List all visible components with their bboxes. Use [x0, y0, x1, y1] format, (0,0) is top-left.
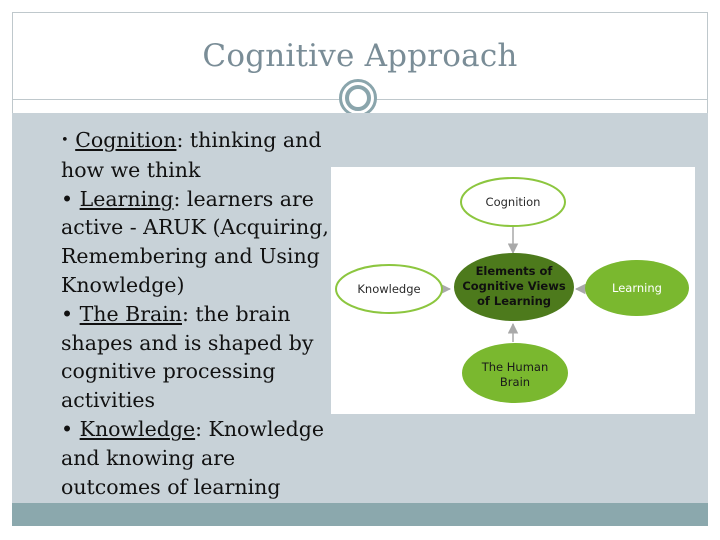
node-center	[454, 253, 574, 321]
node-center-label-line2: Cognitive Views	[462, 279, 566, 293]
concept-diagram: Cognition Knowledge Learning The Human B…	[331, 167, 695, 414]
bullet-line: cognitive processing	[61, 359, 276, 384]
bullet-marker: •	[61, 416, 74, 441]
node-center-label-line1: Elements of	[476, 264, 554, 278]
concept-diagram-svg: Cognition Knowledge Learning The Human B…	[335, 177, 689, 403]
bullet-line: • Knowledge: Knowledge	[61, 415, 346, 444]
node-knowledge-label: Knowledge	[357, 282, 420, 296]
bullet-text: : learners are	[173, 186, 314, 211]
bullet-line: Knowledge)	[61, 272, 185, 297]
bullet-term-the-brain: The Brain	[79, 301, 182, 326]
bullet-term-cognition: Cognition	[75, 128, 177, 152]
bullet-line: shapes and is shaped by	[61, 330, 314, 355]
bullet-marker: •	[61, 133, 69, 148]
node-cognition	[460, 177, 566, 227]
bullet-text: : the brain	[182, 301, 291, 326]
node-knowledge	[335, 264, 443, 314]
bullet-line: • The Brain: the brain	[61, 300, 346, 329]
node-learning	[585, 260, 689, 316]
bullet-marker: •	[61, 301, 74, 326]
footer-bar	[12, 503, 708, 526]
node-human-brain-label-line1: The Human	[481, 360, 549, 374]
bullet-line: activities	[61, 388, 156, 413]
bullet-term-knowledge: Knowledge	[79, 416, 196, 441]
node-learning-label: Learning	[612, 281, 662, 295]
bullet-line: • Cognition: thinking and	[61, 126, 346, 156]
bullet-line: • Learning: learners are	[61, 185, 346, 214]
node-human-brain	[462, 343, 568, 403]
node-cognition-label: Cognition	[486, 195, 541, 209]
bullet-line: how we think	[61, 157, 201, 182]
bullet-marker: •	[61, 186, 74, 211]
bullet-line: outcomes of learning	[61, 474, 281, 499]
bullet-line: and knowing are	[61, 445, 236, 470]
slide-title: Cognitive Approach	[202, 38, 518, 74]
bullet-list: • Cognition: thinking and how we think •…	[61, 126, 346, 501]
bullet-text: : thinking and	[176, 128, 322, 152]
node-center-label-line3: of Learning	[477, 294, 551, 308]
bullet-text: : Knowledge	[195, 416, 325, 441]
bullet-line: Remembering and Using	[61, 244, 320, 269]
ring-ornament-icon	[339, 79, 377, 117]
bullet-line: active - ARUK (Acquiring,	[61, 215, 329, 240]
node-human-brain-label-line2: Brain	[500, 375, 530, 389]
bullet-term-learning: Learning	[79, 186, 174, 211]
